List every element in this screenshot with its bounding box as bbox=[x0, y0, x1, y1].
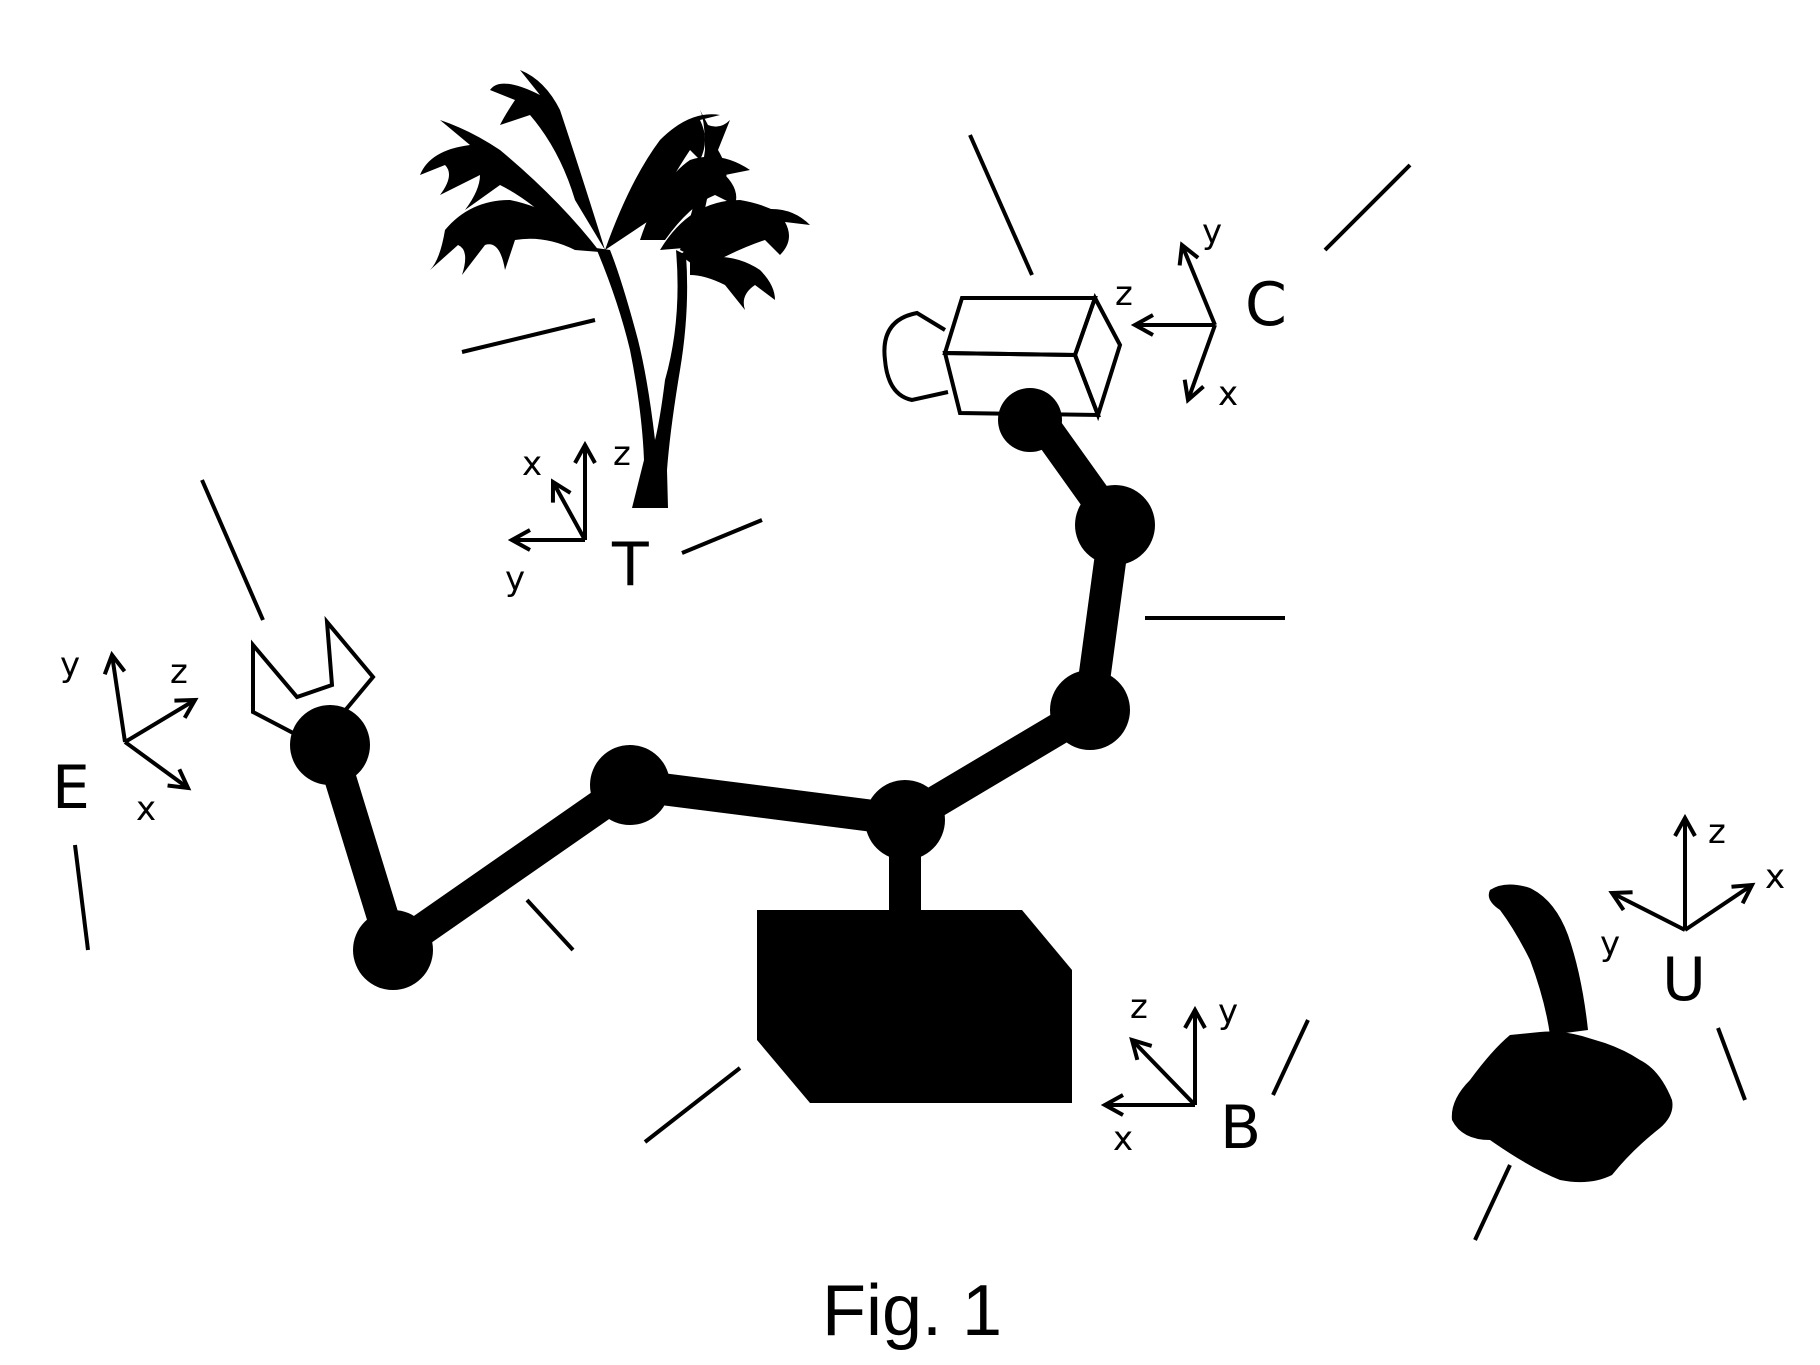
frame-U-z-label: z bbox=[1708, 812, 1726, 852]
frame-E-x-label: x bbox=[136, 789, 156, 829]
frame-C-y-label: y bbox=[1202, 212, 1222, 252]
frame-C-x-axis bbox=[1188, 324, 1217, 400]
frame-B-z-axis bbox=[1132, 1040, 1197, 1107]
frame-E-y-label: y bbox=[60, 645, 80, 685]
frame-C-y-axis bbox=[1182, 245, 1217, 326]
frame-U-y-axis bbox=[1612, 893, 1686, 932]
arm-links bbox=[314, 410, 1132, 976]
gripper-icon bbox=[251, 615, 376, 738]
frame-T: x z y T bbox=[505, 434, 649, 600]
joint-upper-wrist bbox=[1075, 485, 1155, 565]
frame-B-x-label: x bbox=[1113, 1119, 1133, 1159]
frame-U-label: U bbox=[1662, 945, 1706, 1015]
frame-E: y z x E bbox=[52, 645, 195, 829]
joint-shoulder bbox=[865, 780, 945, 860]
joint-gripper bbox=[290, 705, 370, 785]
frame-E-label: E bbox=[52, 753, 90, 823]
joint-upper-elbow bbox=[1050, 670, 1130, 750]
frame-T-x-axis bbox=[553, 482, 587, 541]
figure-caption: Fig. 1 bbox=[822, 1271, 1002, 1351]
joint-middle bbox=[590, 745, 670, 825]
joint-lower-elbow bbox=[353, 910, 433, 990]
frame-C-x-label: x bbox=[1218, 374, 1238, 414]
frame-T-label: T bbox=[611, 530, 649, 600]
frame-B-label: B bbox=[1220, 1093, 1261, 1163]
frame-E-y-axis bbox=[112, 655, 127, 743]
camera-icon bbox=[882, 293, 1123, 422]
frame-B-z-label: z bbox=[1130, 987, 1148, 1027]
frame-U-x-label: x bbox=[1765, 857, 1785, 897]
frame-E-x-axis bbox=[123, 740, 188, 788]
frame-U-y-label: y bbox=[1600, 924, 1620, 964]
joystick-icon bbox=[1451, 884, 1673, 1183]
frame-C: y z x C bbox=[1115, 212, 1287, 414]
frame-C-z-label: z bbox=[1115, 274, 1133, 314]
reference-lines bbox=[73, 134, 1747, 1241]
palm-tree-icon bbox=[420, 70, 810, 508]
frame-E-z-axis bbox=[123, 700, 195, 744]
frame-E-z-label: z bbox=[170, 652, 188, 692]
frame-C-label: C bbox=[1245, 270, 1287, 340]
frame-T-x-label: x bbox=[522, 444, 542, 484]
frame-U-x-axis bbox=[1683, 885, 1752, 932]
frame-T-z-label: z bbox=[613, 434, 631, 474]
joint-camera bbox=[998, 388, 1062, 452]
frame-T-y-label: y bbox=[505, 559, 525, 599]
frame-B: z y x B bbox=[1105, 987, 1261, 1163]
frame-U: z x y U bbox=[1600, 812, 1785, 1015]
robot-base-icon bbox=[757, 910, 1072, 1103]
frame-B-y-label: y bbox=[1218, 992, 1238, 1032]
robot-arm bbox=[290, 388, 1155, 990]
